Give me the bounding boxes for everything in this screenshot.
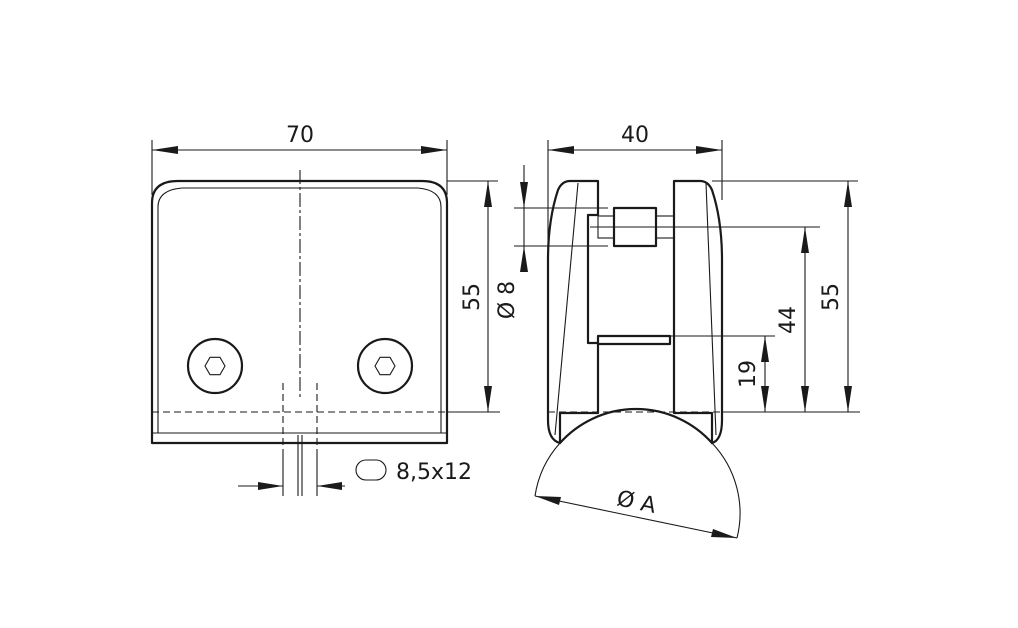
inner-height-label: 44 [776, 306, 801, 334]
side-width-label: 40 [621, 123, 649, 148]
left-bolt [186, 337, 244, 395]
right-bolt [356, 337, 414, 395]
base-height-label: 19 [736, 360, 761, 388]
front-width-dimension: 70 [151, 123, 448, 195]
bolt-diameter-label: Ø 8 [495, 281, 520, 319]
front-height-dimension: 55 [447, 180, 498, 413]
front-height-label: 55 [460, 283, 485, 311]
side-width-dimension: 40 [547, 123, 723, 255]
front-width-label: 70 [286, 123, 314, 148]
left-hex-socket-icon [204, 356, 226, 376]
front-inner-edge [157, 187, 442, 434]
bolt-diameter-dimension: Ø 8 [495, 165, 820, 319]
tube-diameter-dimension: Ø A [534, 442, 741, 539]
front-view: 70 55 8,5x12 [150, 123, 500, 496]
side-height-dimension: 55 [712, 180, 858, 412]
front-body-outline [150, 179, 449, 445]
left-jaw-inner-edge [554, 182, 579, 436]
right-hex-socket-icon [374, 356, 396, 376]
right-jaw-outline [672, 179, 724, 445]
inner-height-dimension: 44 [722, 227, 860, 413]
slot-shape-icon [355, 459, 387, 481]
left-jaw-outline [546, 179, 600, 445]
side-view: Ø A 40 Ø 8 19 [495, 123, 860, 539]
side-height-label: 55 [819, 283, 844, 311]
left-bolt-hole [186, 337, 244, 395]
slot-label: 8,5x12 [396, 460, 472, 485]
right-jaw-inner-edge [705, 182, 717, 436]
slot-dimension: 8,5x12 [238, 459, 472, 490]
glass-support-plate [596, 334, 672, 346]
right-bolt-hole [356, 337, 414, 395]
tube-arc [558, 408, 714, 445]
base-height-dimension: 19 [670, 335, 775, 412]
